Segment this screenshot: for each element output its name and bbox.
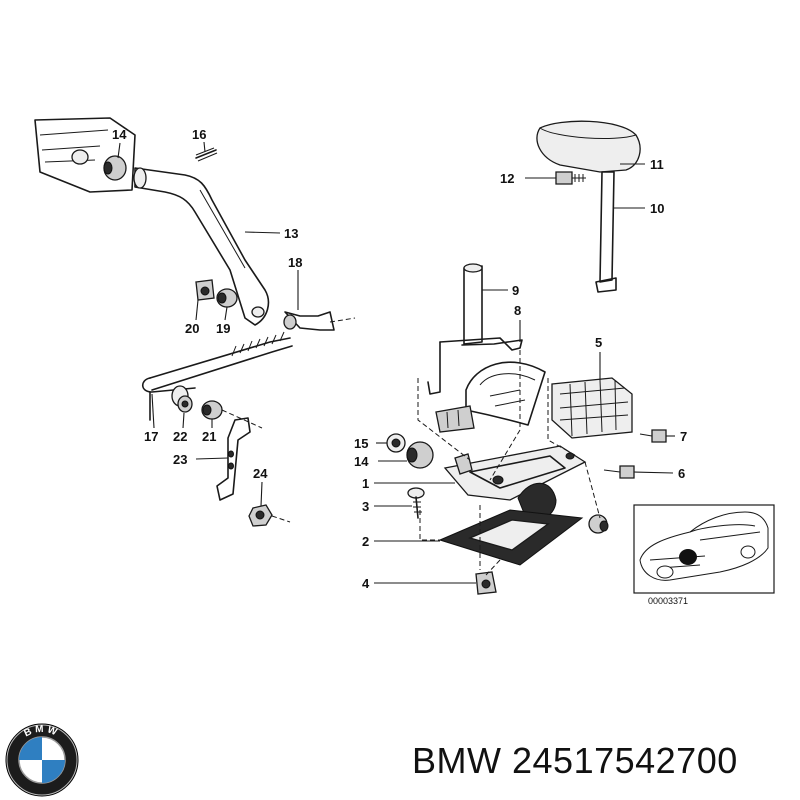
callout-labels: 14 16 13 18 20 19 17 22 21 23 24 12 11 1… <box>112 127 687 591</box>
callout-4: 4 <box>362 576 370 591</box>
callout-2: 2 <box>362 534 369 549</box>
callout-24: 24 <box>253 466 268 481</box>
part-caption: BMW 24517542700 <box>412 740 792 784</box>
callout-21: 21 <box>202 429 216 444</box>
callout-7: 7 <box>680 429 687 444</box>
callout-15: 15 <box>354 436 368 451</box>
bmw-logo: BMW <box>5 723 79 797</box>
callout-22: 22 <box>173 429 187 444</box>
callout-19: 19 <box>216 321 230 336</box>
callout-14-right: 14 <box>354 454 369 469</box>
callout-9: 9 <box>512 283 519 298</box>
svg-text:BMW: BMW <box>22 724 61 740</box>
callout-3: 3 <box>362 499 369 514</box>
shifter-assembly <box>386 120 667 595</box>
callout-5: 5 <box>595 335 602 350</box>
brand-name: BMW <box>412 740 502 781</box>
left-linkage-assembly <box>34 117 356 527</box>
callout-20: 20 <box>185 321 199 336</box>
shifter-location-marker <box>679 549 697 565</box>
callout-17: 17 <box>144 429 158 444</box>
callout-10: 10 <box>650 201 664 216</box>
logo-lettering: BMW <box>22 724 58 740</box>
inset-reference-number: 00003371 <box>648 596 688 606</box>
callout-11: 11 <box>650 157 664 172</box>
callout-8: 8 <box>514 303 521 318</box>
callout-16: 16 <box>192 127 206 142</box>
callout-1: 1 <box>362 476 369 491</box>
leader-lines <box>117 141 675 584</box>
callout-6: 6 <box>678 466 685 481</box>
callout-13: 13 <box>284 226 298 241</box>
callout-23: 23 <box>173 452 187 467</box>
callout-12: 12 <box>500 171 514 186</box>
part-number: 24517542700 <box>512 740 738 781</box>
callout-18: 18 <box>288 255 302 270</box>
callout-14: 14 <box>112 127 127 142</box>
vehicle-location-inset: 00003371 <box>633 504 775 606</box>
